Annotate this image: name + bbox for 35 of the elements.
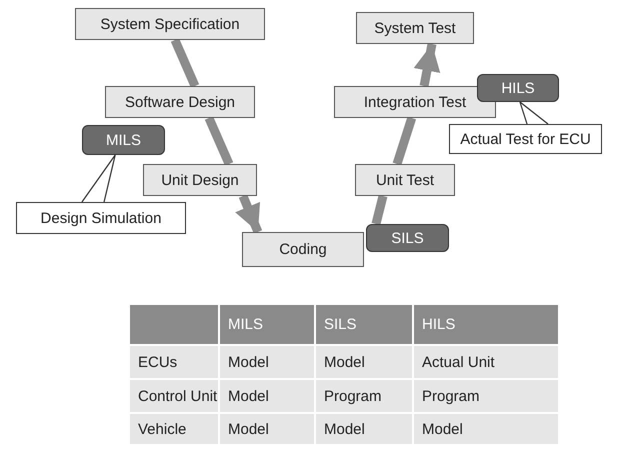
table-row-header: Control Unit xyxy=(130,380,218,412)
method-tag: MILS xyxy=(82,125,165,155)
process-box: Unit Test xyxy=(355,164,455,196)
arrow xyxy=(414,43,440,87)
method-tag: SILS xyxy=(366,224,449,252)
table-header-cell: MILS xyxy=(220,305,314,344)
process-box: System Specification xyxy=(75,8,265,40)
connector-line xyxy=(372,194,388,226)
table-cell: Program xyxy=(316,380,412,412)
connector-line xyxy=(392,116,416,166)
callout-box: Design Simulation xyxy=(16,202,186,234)
connector-line xyxy=(170,38,200,88)
table-cell: Model xyxy=(316,414,412,444)
process-box: Integration Test xyxy=(334,86,496,118)
table-cell: Model xyxy=(220,380,314,412)
process-box: System Test xyxy=(356,12,474,44)
process-box: Software Design xyxy=(105,86,255,118)
table-row-header: Vehicle xyxy=(130,414,218,444)
table-cell: Model xyxy=(316,346,412,378)
table-row-header: ECUs xyxy=(130,346,218,378)
table-cell: Actual Unit xyxy=(414,346,558,378)
table-header-cell: SILS xyxy=(316,305,412,344)
method-tag: HILS xyxy=(477,74,559,102)
process-box: Unit Design xyxy=(143,164,257,196)
table-cell: Model xyxy=(220,346,314,378)
leader-line xyxy=(519,101,549,125)
table-cell: Program xyxy=(414,380,558,412)
callout-box: Actual Test for ECU xyxy=(449,124,602,154)
table-cell: Model xyxy=(414,414,558,444)
leader-line xyxy=(81,154,116,203)
process-box: Coding xyxy=(242,232,364,267)
table-cell: Model xyxy=(220,414,314,444)
connector-line xyxy=(204,116,234,166)
arrow xyxy=(235,194,262,234)
table-header-cell: HILS xyxy=(414,305,558,344)
